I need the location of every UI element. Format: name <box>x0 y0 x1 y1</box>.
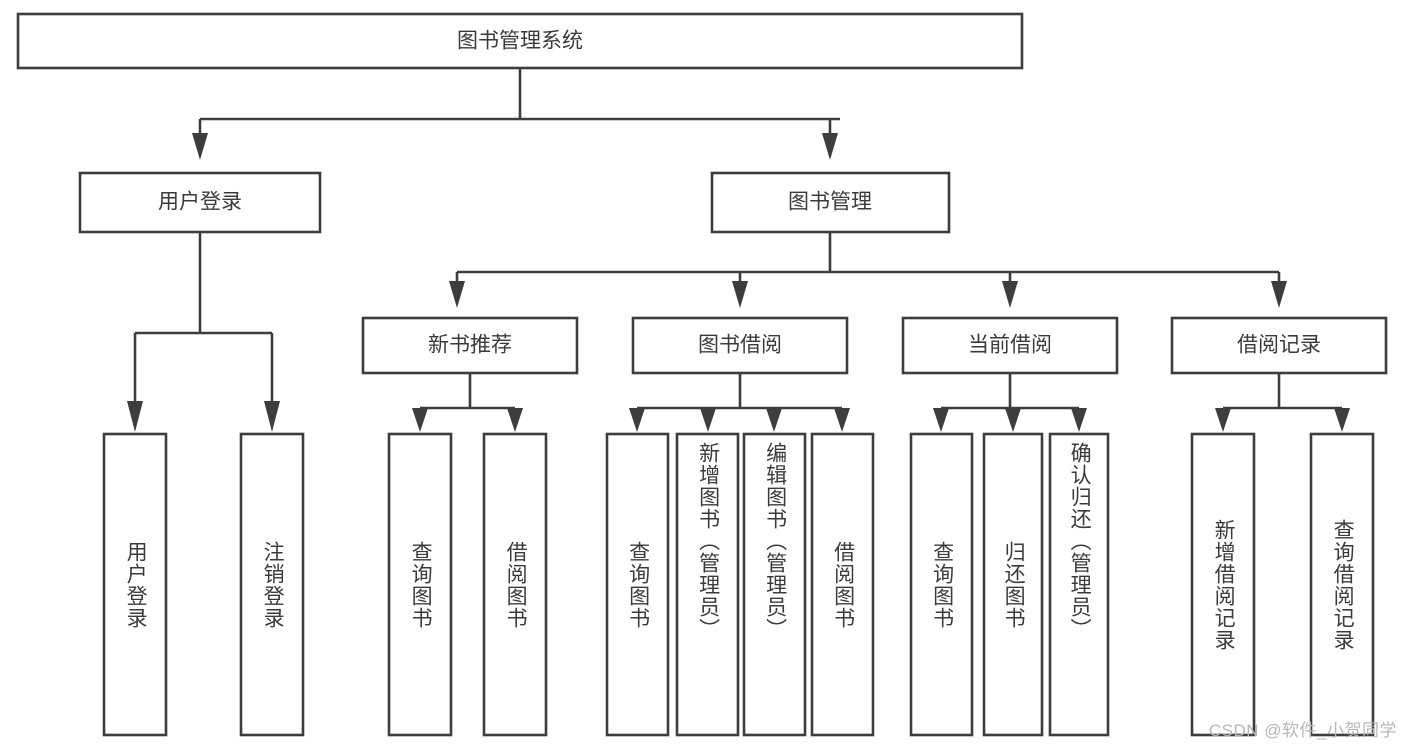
arrow-head-leaf-add-book <box>700 408 716 432</box>
connector-group-root <box>192 68 840 160</box>
arrow-head-leaf-edit-book <box>766 408 782 432</box>
node-new-book-recommend[interactable]: 新书推荐 <box>361 316 579 375</box>
node-user-login[interactable]: 用户登录 <box>78 171 322 234</box>
node-label-book-borrow: 图书借阅 <box>698 334 782 357</box>
node-box-current-borrow[interactable] <box>901 316 1119 375</box>
connector-group-user-login <box>127 232 280 432</box>
connector-group-borrow-record <box>1215 373 1350 432</box>
leaf-box-user-login[interactable] <box>102 432 168 737</box>
node-box-book-borrow[interactable] <box>631 316 849 375</box>
leaf-box-borrow-book-2[interactable] <box>810 432 875 737</box>
arrow-head-leaf-query-book-1 <box>412 408 428 432</box>
node-label-new-book-recommend: 新书推荐 <box>428 334 512 357</box>
node-label-book-management: 图书管理 <box>788 191 872 214</box>
leaf-box-confirm-return[interactable] <box>1048 432 1110 737</box>
arrow-head-new-book-rec <box>449 281 465 308</box>
arrow-head-leaf-borrow-book-1 <box>507 408 523 432</box>
leaf-box-add-record[interactable] <box>1190 432 1256 737</box>
arrow-head-leaf-add-record <box>1215 408 1231 432</box>
node-label-borrow-record: 借阅记录 <box>1237 334 1321 357</box>
arrow-head-leaf-borrow-book-2 <box>834 408 850 432</box>
node-book-management[interactable]: 图书管理 <box>710 171 951 234</box>
arrow-head-user-login <box>192 133 208 160</box>
leaf-box-return-book[interactable] <box>982 432 1044 737</box>
node-box-book-management[interactable] <box>710 171 951 234</box>
arrow-head-borrow-record <box>1271 281 1287 308</box>
node-book-borrow[interactable]: 图书借阅 <box>631 316 849 375</box>
leaf-box-query-book-1[interactable] <box>387 432 453 737</box>
arrow-head-book-borrow <box>732 281 748 308</box>
leaf-box-edit-book[interactable] <box>742 432 807 737</box>
leaf-box-group <box>102 432 1375 737</box>
connector-group-new-book-rec <box>412 373 523 432</box>
node-current-borrow[interactable]: 当前借阅 <box>901 316 1119 375</box>
arrow-head-leaf-logout <box>264 401 280 432</box>
leaf-box-query-book-2[interactable] <box>605 432 670 737</box>
leaf-box-add-book[interactable] <box>675 432 740 737</box>
arrow-head-leaf-query-book-3 <box>933 408 949 432</box>
arrow-head-leaf-query-record <box>1334 408 1350 432</box>
node-label-user-login: 用户登录 <box>158 191 242 214</box>
leaf-box-borrow-book-1[interactable] <box>482 432 548 737</box>
arrow-head-leaf-user-login <box>127 401 143 432</box>
connector-group-current-borrow <box>933 373 1087 432</box>
leaf-box-query-record[interactable] <box>1309 432 1375 737</box>
node-box-new-book-recommend[interactable] <box>361 316 579 375</box>
arrow-head-leaf-confirm-return <box>1071 408 1087 432</box>
node-box-root[interactable] <box>16 12 1024 70</box>
arrow-head-book-mgmt <box>822 133 838 160</box>
node-root-system[interactable]: 图书管理系统 <box>16 12 1024 70</box>
arrow-head-current-borrow <box>1002 281 1018 308</box>
node-label-root: 图书管理系统 <box>457 30 583 53</box>
watermark-text: CSDN @软件_小贺同学 <box>1208 721 1397 740</box>
arrow-head-leaf-return-book <box>1005 408 1021 432</box>
node-borrow-record[interactable]: 借阅记录 <box>1170 316 1388 375</box>
node-label-current-borrow: 当前借阅 <box>968 334 1052 357</box>
node-box-user-login[interactable] <box>78 171 322 234</box>
leaf-box-logout[interactable] <box>239 432 305 737</box>
connector-group-book-mgmt <box>449 232 1287 308</box>
connector-group-book-borrow <box>629 373 850 432</box>
node-box-borrow-record[interactable] <box>1170 316 1388 375</box>
arrow-head-leaf-query-book-2 <box>629 408 645 432</box>
leaf-box-query-book-3[interactable] <box>909 432 974 737</box>
